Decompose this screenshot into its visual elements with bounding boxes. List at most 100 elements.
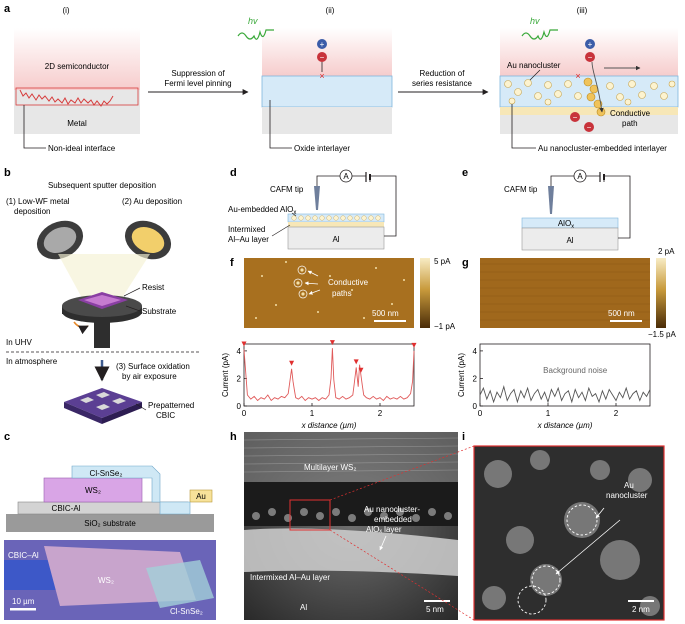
panel-e: e AlOx Al A CAFM tip bbox=[462, 167, 631, 251]
photo-cl-snse2-flake bbox=[146, 560, 214, 608]
h-multilayer-label: Multilayer WS₂ bbox=[304, 463, 356, 472]
h-embedded-line2: embedded bbox=[374, 515, 412, 524]
electron-b-iii bbox=[584, 122, 594, 132]
f-ytick-label: 2 bbox=[237, 374, 242, 383]
hole-sign-ii: + bbox=[320, 40, 325, 49]
f-peak-marker bbox=[241, 341, 247, 347]
electron-path-iii bbox=[591, 61, 604, 113]
oxide-layer-ii bbox=[261, 75, 393, 108]
step3-line2: by air exposure bbox=[122, 372, 177, 381]
blocked-cross-iii: × bbox=[575, 71, 580, 81]
hole-ii bbox=[317, 39, 327, 49]
f-peak-marker bbox=[289, 360, 295, 366]
f-xlabel: x distance (µm) bbox=[301, 421, 357, 430]
d-layer1-leader bbox=[291, 212, 297, 217]
d-al-layer bbox=[287, 226, 385, 250]
f-peak-marker bbox=[411, 342, 417, 348]
e-al-layer bbox=[521, 227, 619, 251]
hv-label-ii: hv bbox=[248, 16, 258, 26]
electron-sign-iii: − bbox=[588, 53, 593, 62]
ws2-label: WS₂ bbox=[85, 486, 101, 495]
g-xlabel: x distance (µm) bbox=[537, 421, 593, 430]
panel-f-map: f Conductive paths 500 nm 5 pA −1 pA bbox=[230, 257, 456, 331]
panel-label-f: f bbox=[230, 257, 234, 269]
panel-label-c: c bbox=[4, 431, 10, 443]
f-peak-marker bbox=[358, 367, 364, 373]
h-ws2-lattice bbox=[243, 437, 459, 473]
e-al-label: Al bbox=[566, 236, 573, 245]
resist-layer bbox=[84, 295, 121, 306]
oxide-label: Oxide interlayer bbox=[294, 144, 350, 153]
photo-ws2-label: WS₂ bbox=[98, 576, 114, 585]
panel-i: i Au nanocluster 2 nm bbox=[462, 431, 665, 621]
rotation-arrow bbox=[73, 321, 89, 335]
panel-b: b Subsequent sputter deposition (1) Low-… bbox=[4, 167, 200, 424]
g-annotation: Background noise bbox=[543, 366, 608, 375]
metal-label: Metal bbox=[67, 119, 87, 128]
h-embedded-line1: Au nanocluster- bbox=[364, 505, 420, 514]
f-cbar-min: −1 pA bbox=[434, 322, 456, 331]
g-plot-frame bbox=[479, 343, 651, 407]
h-zoom-line-top bbox=[329, 445, 475, 501]
cl-snse2-layer bbox=[71, 465, 191, 515]
arrow2-line1: Reduction of bbox=[420, 69, 466, 78]
cbic-line2: CBIC bbox=[156, 411, 175, 420]
substrate-label: Substrate bbox=[142, 307, 177, 316]
h-embedded-line3: AlOₓ layer bbox=[366, 525, 402, 534]
panel-h: h Multilayer WS₂ Au nanocluster- embedde… bbox=[230, 431, 475, 621]
d-intermixed-layer bbox=[288, 222, 384, 227]
photon-wave-ii bbox=[237, 29, 274, 40]
f-plot-frame bbox=[243, 343, 415, 407]
sio2-layer bbox=[6, 514, 214, 532]
d-layer1-label: Au-embedded AlOx bbox=[228, 205, 296, 216]
d-tip-label: CAFM tip bbox=[270, 185, 304, 194]
g-colorbar bbox=[656, 258, 666, 328]
d-clusters bbox=[291, 215, 381, 221]
f-spot-arrows bbox=[304, 270, 321, 295]
f-xtick-label: 0 bbox=[242, 409, 247, 418]
step1-line1: (1) Low-WF metal bbox=[6, 197, 70, 206]
hv-label-iii: hv bbox=[530, 16, 540, 26]
panel-label-g: g bbox=[462, 257, 469, 269]
au-nanocluster-label: Au nanocluster bbox=[507, 61, 561, 70]
h-zoom-box bbox=[289, 499, 331, 531]
cbic-pads bbox=[80, 392, 126, 410]
metal-layer-i bbox=[14, 90, 140, 134]
electron-sign-ii: − bbox=[320, 53, 325, 62]
step-iii-label: (iii) bbox=[577, 6, 588, 15]
panel-g-map: g 500 nm 2 pA −1.5 pA bbox=[462, 247, 676, 339]
atmosphere-label: In atmosphere bbox=[6, 357, 58, 366]
electron-a-iii bbox=[570, 112, 580, 122]
photo-cbic-label: CBIC–Al bbox=[8, 551, 39, 560]
i-scale-bar bbox=[628, 600, 654, 602]
cbic-line1: Prepatterned bbox=[148, 401, 194, 410]
d-layer2-line1: Intermixed bbox=[228, 225, 265, 234]
electron-iii bbox=[585, 52, 595, 62]
e-cafm-tip bbox=[548, 186, 554, 214]
i-au-line1: Au bbox=[624, 481, 634, 490]
sputter-target-1 bbox=[36, 220, 84, 260]
electron-ii bbox=[317, 52, 327, 62]
cbic-chip bbox=[64, 388, 142, 418]
step3-line1: (3) Surface oxidation bbox=[116, 362, 190, 371]
i-arrow-1 bbox=[595, 507, 605, 519]
embedded-leader bbox=[511, 104, 536, 149]
nanocluster-group bbox=[504, 79, 676, 106]
f-conductive-spots bbox=[255, 261, 405, 319]
f-conductive-line1: Conductive bbox=[328, 278, 369, 287]
arrow2-line2: series resistance bbox=[412, 79, 473, 88]
g-scan-lines bbox=[480, 263, 650, 321]
f-conductive-line2: paths bbox=[332, 289, 352, 298]
d-ammeter bbox=[339, 169, 353, 183]
electron-b-sign: − bbox=[587, 123, 592, 132]
au-nanocluster-leader bbox=[529, 69, 541, 81]
hole-sign-iii: + bbox=[588, 40, 593, 49]
uhv-label: In UHV bbox=[6, 338, 32, 347]
panel-label-a: a bbox=[4, 3, 11, 15]
panel-label-h: h bbox=[230, 431, 237, 443]
f-afm-map bbox=[244, 258, 414, 328]
g-cbar-max: 2 pA bbox=[658, 247, 675, 256]
panel-d: d Al A CAFM tip Au-embedded AlOx Intermi… bbox=[228, 167, 397, 250]
cbic-chip-side-left bbox=[64, 402, 102, 424]
